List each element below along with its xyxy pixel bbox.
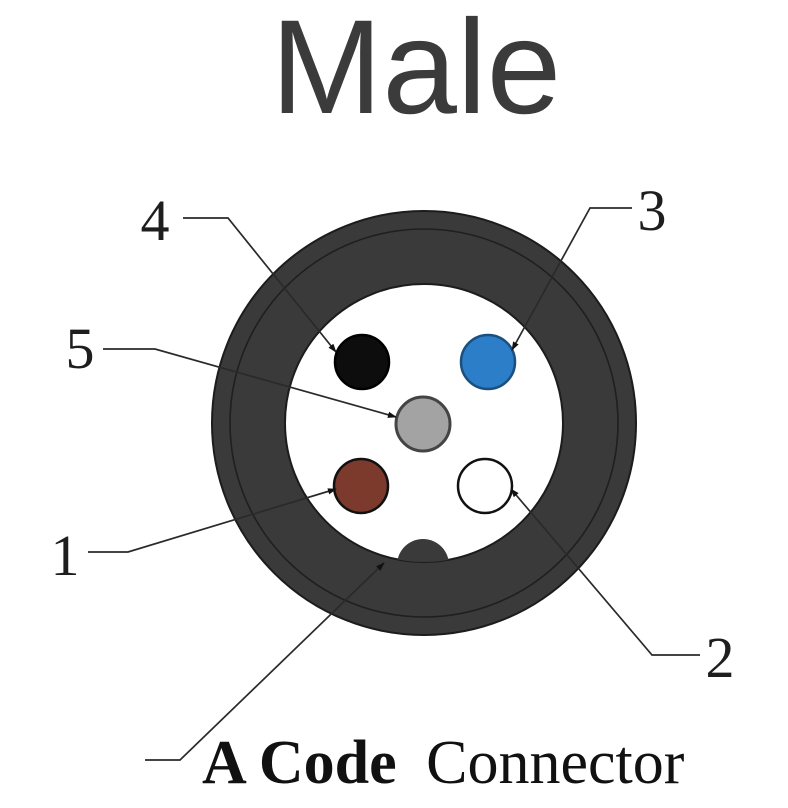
pin-label-3: 3 xyxy=(638,178,667,243)
pin-3 xyxy=(459,333,517,391)
coding-key-notch xyxy=(397,539,449,562)
diagram-caption: A Code Connector xyxy=(202,729,685,797)
pin-label-4: 4 xyxy=(141,188,170,253)
caption-code-type: A Code xyxy=(202,729,397,797)
pin-2 xyxy=(456,457,514,515)
leader-line-pin-4 xyxy=(183,217,337,353)
housing-inner-ring xyxy=(229,228,619,618)
leader-line-pin-1 xyxy=(88,488,337,553)
pin-5 xyxy=(394,395,452,453)
pin-1 xyxy=(332,457,390,515)
leader-line-pin-3 xyxy=(511,207,632,351)
leader-line-pin-5 xyxy=(103,348,397,418)
caption-connector: Connector xyxy=(426,729,685,797)
pin-label-2: 2 xyxy=(706,625,735,690)
pin-label-1: 1 xyxy=(51,523,80,588)
pin-4 xyxy=(333,333,391,391)
leader-line-coding-key xyxy=(145,562,385,761)
leader-line-pin-2 xyxy=(510,488,700,656)
diagram-title: Male xyxy=(271,0,561,142)
pin-label-5: 5 xyxy=(66,316,95,381)
